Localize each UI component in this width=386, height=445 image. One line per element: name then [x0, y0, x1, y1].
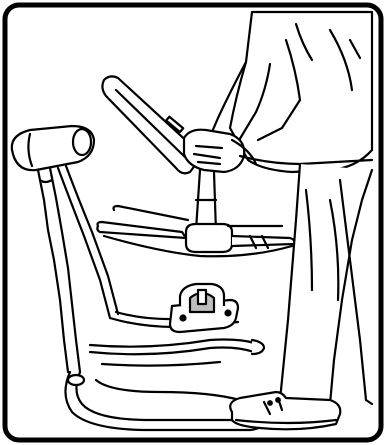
instruction-panel — [0, 0, 386, 445]
assembly-illustration — [0, 0, 386, 445]
